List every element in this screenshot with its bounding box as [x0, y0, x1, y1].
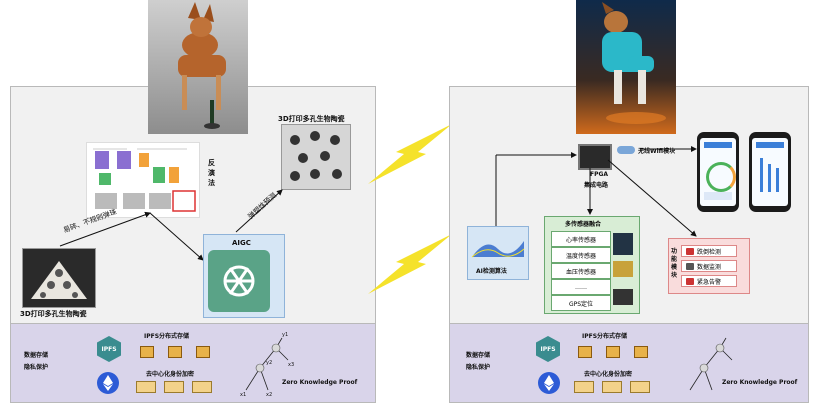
ceramic-top-image [281, 124, 351, 190]
tree-node-x2: x2 [266, 392, 272, 398]
phone-mockup-1 [697, 132, 739, 212]
fpga-label-2: 集成电路 [584, 182, 609, 189]
aigc-label: AIGC [232, 239, 251, 247]
right-storage-panel [449, 323, 809, 403]
sensor-gps: GPS定位 [551, 295, 611, 311]
right-arrows [495, 146, 697, 237]
monitor-icon [686, 262, 694, 270]
lightning-bolt-top [368, 124, 452, 184]
node-icon-left-3 [196, 346, 210, 358]
left-storage-title-2: 隐私保护 [24, 364, 49, 371]
function-fall-detection: 跌倒检测 [681, 245, 737, 257]
id-card-icon-right-3 [630, 381, 650, 393]
zk-label-left: Zero Knowledge Proof [282, 379, 358, 386]
ceramic-bottom-label: 3D打印多孔生物陶瓷 [20, 310, 87, 318]
fpga-label-1: FPGA [590, 171, 609, 178]
left-arrows [59, 189, 283, 261]
function-emergency-alert: 紧急告警 [681, 275, 737, 287]
id-card-icon-right-2 [602, 381, 622, 393]
sensor-blood-pressure: 血压传感器 [551, 263, 611, 279]
zk-tree-right [689, 337, 733, 391]
node-icon-left-2 [168, 346, 182, 358]
node-icon-right-1 [578, 346, 592, 358]
function-title-2: 能 [671, 256, 678, 263]
node-icon-right-3 [634, 346, 648, 358]
node-icon-left-1 [140, 346, 154, 358]
sensor-fusion-title: 多传感器融合 [565, 221, 602, 228]
dog-photo-right [576, 0, 676, 134]
right-storage-title-2: 隐私保护 [466, 364, 491, 371]
alarm-icon [686, 277, 694, 285]
left-storage-title-1: 数据存储 [24, 352, 49, 359]
ipfs-icon-right: IPFS [536, 336, 560, 362]
function-module-box: 跌倒检测 数据监测 紧急告警 [668, 238, 750, 294]
inverse-label-2: 演 [208, 169, 215, 177]
fall-icon [686, 247, 694, 255]
wifi-label: 无线Wifi模块 [638, 148, 676, 155]
result-figure [86, 142, 200, 218]
wifi-icon [617, 146, 635, 154]
ethereum-icon-left [97, 372, 119, 394]
identity-label-right: 去中心化身份加密 [584, 371, 633, 378]
tree-node-x3: x3 [288, 362, 294, 368]
ceramic-bottom-image [22, 248, 96, 308]
sensor-heart: 心率传感器 [551, 231, 611, 247]
id-card-icon-left-3 [192, 381, 212, 393]
zk-label-right: Zero Knowledge Proof [722, 379, 798, 386]
inverse-label-3: 法 [208, 179, 215, 187]
function-title-3: 模 [671, 264, 678, 271]
ipfs-icon-left: IPFS [97, 336, 121, 362]
function-title-1: 功 [671, 248, 678, 255]
fpga-chip-icon [578, 144, 612, 170]
id-card-icon-right-1 [574, 381, 594, 393]
lightning-bolt-bottom [368, 234, 452, 294]
node-icon-right-2 [606, 346, 620, 358]
dog-photo-left [148, 0, 248, 134]
inverse-label-1: 反 [208, 159, 215, 167]
ipfs-label-right: IPFS分布式存储 [582, 333, 628, 340]
ai-label: AI检测算法 [476, 268, 507, 275]
zk-tree-left: y1 y2 x1 x2 x3 [240, 332, 294, 398]
tree-node-x1: x1 [240, 392, 246, 398]
right-storage-title-1: 数据存储 [466, 352, 491, 359]
function-title-4: 块 [671, 272, 678, 279]
tree-node-y1: y1 [282, 332, 288, 338]
sensor-temperature: 温度传感器 [551, 247, 611, 263]
openai-icon [208, 250, 270, 312]
function-data-monitor: 数据监测 [681, 260, 737, 272]
ceramic-top-label: 3D打印多孔生物陶瓷 [278, 115, 345, 123]
ipfs-label-left: IPFS分布式存储 [144, 333, 190, 340]
ethereum-icon-right [538, 372, 560, 394]
sensor-fusion-box: 心率传感器 温度传感器 血压传感器 …… GPS定位 [544, 216, 640, 314]
ai-detection-box [467, 226, 529, 280]
id-card-icon-left-1 [136, 381, 156, 393]
id-card-icon-left-2 [164, 381, 184, 393]
tree-node-y2: y2 [266, 360, 272, 366]
sensor-more: …… [551, 279, 611, 295]
identity-label-left: 去中心化身份加密 [146, 371, 195, 378]
phone-mockup-2 [749, 132, 791, 212]
